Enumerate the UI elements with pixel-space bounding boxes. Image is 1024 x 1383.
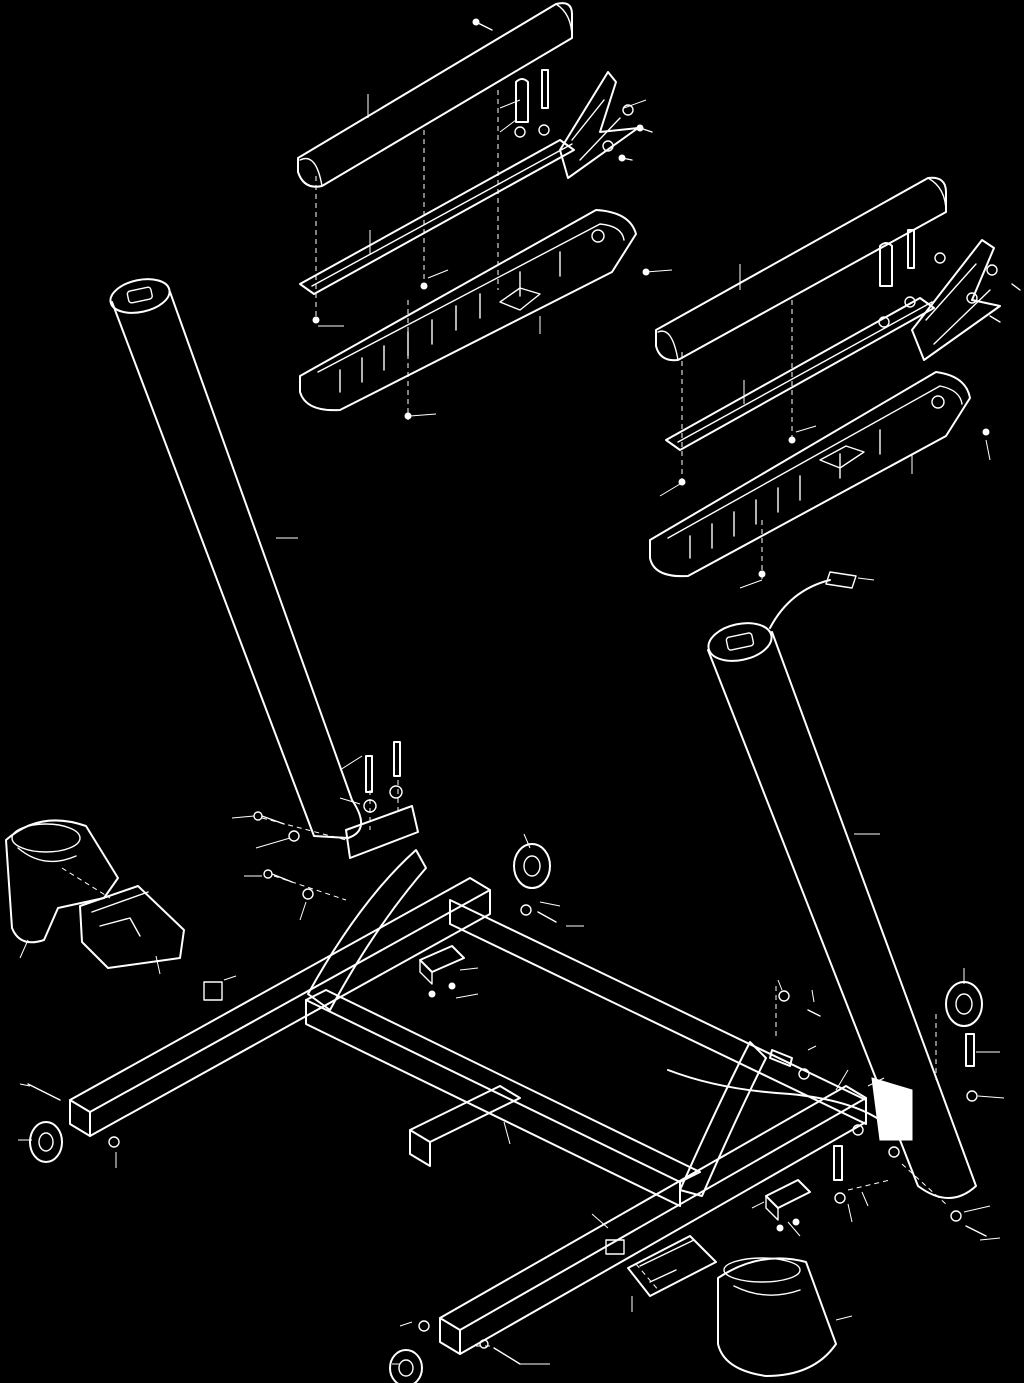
main-frame bbox=[69, 849, 867, 1355]
fasteners bbox=[27, 18, 1021, 1365]
right-handrail-lower-housing bbox=[649, 371, 971, 578]
left-handrail-lower-housing bbox=[299, 209, 637, 412]
right-handrail-bracket bbox=[879, 229, 1001, 361]
right-base-cap bbox=[627, 1235, 717, 1297]
left-frame-label bbox=[203, 981, 223, 1001]
front-left-wheel bbox=[513, 843, 551, 889]
alignment-lines bbox=[61, 90, 949, 1347]
rear-right-wheel bbox=[389, 1349, 423, 1383]
left-handrail-top-cover bbox=[297, 2, 573, 188]
right-handrail-base bbox=[665, 297, 935, 451]
left-base-cover bbox=[5, 819, 119, 944]
right-frame-label bbox=[605, 1239, 625, 1255]
upright-wire-harness bbox=[769, 571, 857, 629]
left-leveling-bracket bbox=[419, 945, 465, 985]
left-handrail-base bbox=[299, 139, 575, 295]
rear-left-wheel bbox=[29, 1121, 63, 1163]
callout-leaders bbox=[18, 94, 1005, 1365]
left-base-cap bbox=[79, 885, 185, 969]
right-leveling-bracket bbox=[765, 1179, 811, 1221]
left-upright-post bbox=[109, 278, 362, 839]
right-upright-post bbox=[707, 622, 977, 1199]
right-handrail-top-cover bbox=[655, 176, 947, 362]
right-base-cover bbox=[717, 1257, 837, 1377]
left-handrail-bracket bbox=[515, 69, 639, 179]
frame-wire bbox=[667, 1069, 913, 1141]
front-right-wheel bbox=[945, 981, 983, 1027]
